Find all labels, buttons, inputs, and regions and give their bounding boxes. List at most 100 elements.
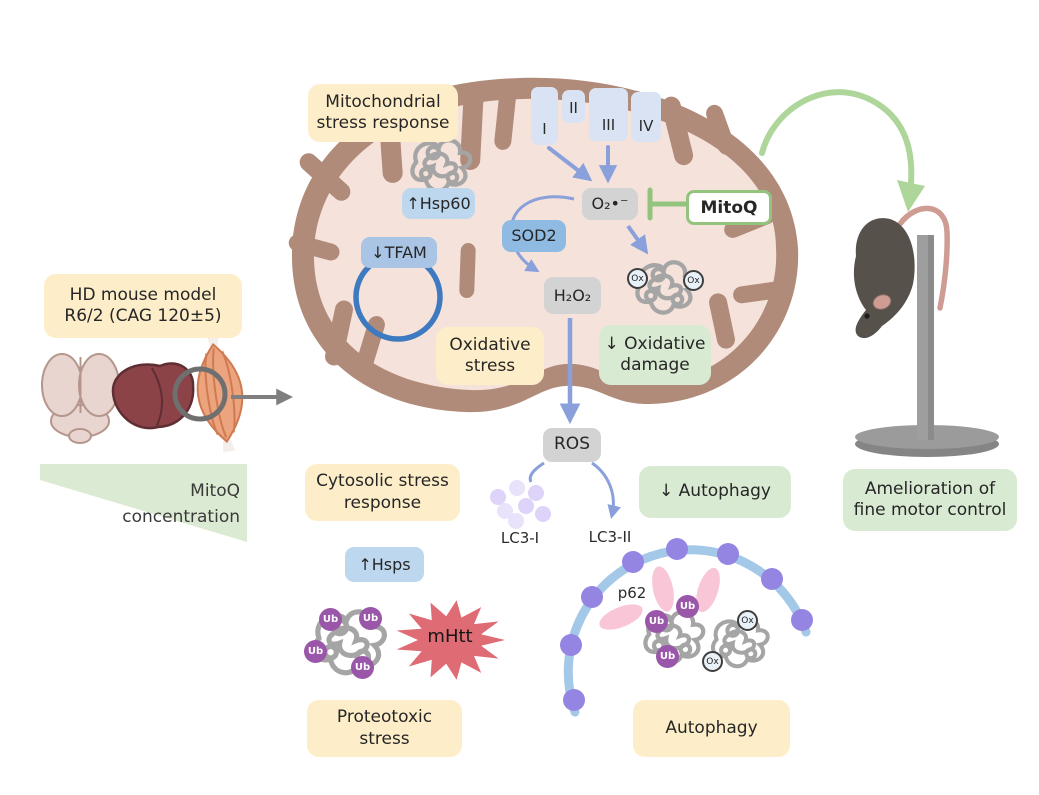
ub-text: Ub [307,646,324,657]
mhtt-star-icon [396,600,505,680]
mitoq-inhibition-line [647,187,689,221]
lc3-2-membrane-dot [761,568,783,590]
ub-badge: Ub [304,640,327,663]
h2o2-box: H₂O₂ [544,277,601,314]
ros-label: ROS [554,434,590,455]
mitoq-label: MitoQ [700,197,758,218]
ub-badge: Ub [319,608,342,631]
cytosolic-stress-line2: response [343,492,422,513]
superoxide-box: O₂•⁻ [582,188,638,220]
oxidative-damage-line2: damage [620,355,690,375]
ox-text: Ox [687,275,700,286]
cytosolic-stress-line1: Cytosolic stress [316,471,449,492]
ub-text: Ub [354,662,371,673]
ox-text: Ox [631,273,644,284]
lc3-2-text: LC3-II [588,528,632,546]
lc3-dot [518,498,534,514]
oxidative-damage-box: ↓ Oxidative damage [599,325,711,385]
lc3-2-membrane-dot [622,551,644,573]
hsp60-label: ↑Hsp60 [406,193,471,213]
p62-label: p62 [610,584,654,602]
proteotoxic-stress-box: Proteotoxic stress [307,700,462,757]
lc3-2-membrane-dot [560,634,582,656]
ros-lc3-arrows [528,461,621,520]
mhtt-label: mHtt [410,626,490,647]
lc3-dot [535,506,551,522]
ub-text: Ub [679,601,696,612]
lc3-2-membrane-dot [791,609,813,631]
sod2-box: SOD2 [502,220,566,252]
ros-box: ROS [543,428,601,462]
ox-badge: Ox [702,651,723,672]
gradient-line2: concentration [122,507,240,528]
mito-stress-line1: Mitochondrial [325,91,441,112]
tfam-box: ↓TFAM [361,237,437,268]
hsp60-box: ↑Hsp60 [402,188,475,219]
ox-badge: Ox [627,268,648,289]
tfam-label: ↓TFAM [371,242,427,262]
lc3-dot [508,513,524,529]
complex-3-label: III [601,116,616,134]
magnifier-icon [172,366,228,422]
lc3-2-membrane-dot [581,586,603,608]
oxidative-stress-line1: Oxidative [449,334,531,355]
mitoq-gradient-wedge [40,464,247,542]
lc3-dot [528,485,544,501]
ub-badge: Ub [351,656,374,679]
complex-4: IV [631,92,661,142]
autophagy-decrease-label: ↓ Autophagy [659,481,771,502]
brain-icon [41,353,120,444]
complex-2: II [562,90,585,123]
superoxide-label: O₂•⁻ [591,194,629,213]
lc3-dot [490,489,506,505]
autophagy-label: Autophagy [665,717,758,738]
hsps-box: ↑Hsps [345,547,424,582]
gradient-line1: MitoQ [190,481,240,501]
ox-text: Ox [741,615,754,626]
ub-badge: Ub [359,607,382,630]
mito-stress-line2: stress response [316,113,450,133]
proteotoxic-line2: stress [359,728,410,749]
p62-ovals [599,566,720,630]
mouse-tail [897,205,950,311]
liver-icon [111,362,195,430]
oxidative-stress-line2: stress [464,356,516,376]
green-feedback-arrow [759,89,925,212]
lc3-2-membrane-dot [563,689,585,711]
complex-arrows [547,145,618,184]
ub-badge: Ub [645,610,668,633]
ub-text: Ub [659,651,676,662]
oxidative-damage-line1: ↓ Oxidative [604,333,706,354]
hsps-label: ↑Hsps [358,554,411,574]
mito-stress-response-box: Mitochondrial stress response [308,84,458,142]
ub-badge: Ub [656,645,679,668]
lc3-1-text: LC3-I [500,529,540,547]
lc3-2-membrane-dot [717,543,739,565]
ub-badge: Ub [676,595,699,618]
p62-text: p62 [617,584,647,602]
superoxide-damage-arrow [626,224,649,255]
lc3-1-label: LC3-I [480,529,560,547]
complex-1-label: I [542,120,547,138]
complex-3: III [589,88,628,141]
h2o2-label: H₂O₂ [553,285,592,305]
mouse-icon [853,218,915,339]
ox-badge: Ox [737,610,758,631]
ub-text: Ub [648,616,665,627]
ox-text: Ox [706,656,719,667]
autophagy-decrease-box: ↓ Autophagy [639,466,791,518]
muscle-icon [196,333,244,453]
complex-2-label: II [569,99,578,117]
ub-text: Ub [322,614,339,625]
mhtt-text: mHtt [427,626,473,647]
amelioration-line2: fine motor control [853,500,1007,520]
pole-icon [855,205,999,457]
amelioration-line1: Amelioration of [864,478,996,499]
proteotoxic-line1: Proteotoxic [336,707,433,728]
hd-model-line1: HD mouse model [69,284,217,305]
ub-text: Ub [362,613,379,624]
complex-4-label: IV [638,117,654,135]
mitoq-box: MitoQ [686,190,772,225]
lc3-2-label: LC3-II [568,528,652,546]
